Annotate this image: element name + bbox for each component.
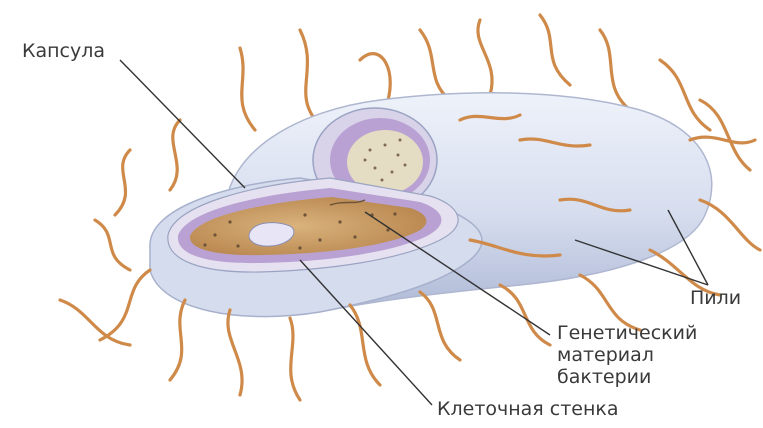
label-genetic-line-1: Генетический	[557, 322, 697, 344]
label-cell-wall: Клеточная стенка	[437, 398, 619, 420]
label-genetic-line-3: бактерии	[557, 366, 697, 388]
label-genetic-line-2: материал	[557, 344, 697, 366]
label-pili: Пили	[690, 287, 741, 309]
label-capsule: Капсула	[22, 40, 105, 62]
label-genetic-material: Генетический материал бактерии	[557, 322, 697, 388]
leader-line-capsule	[120, 60, 245, 188]
